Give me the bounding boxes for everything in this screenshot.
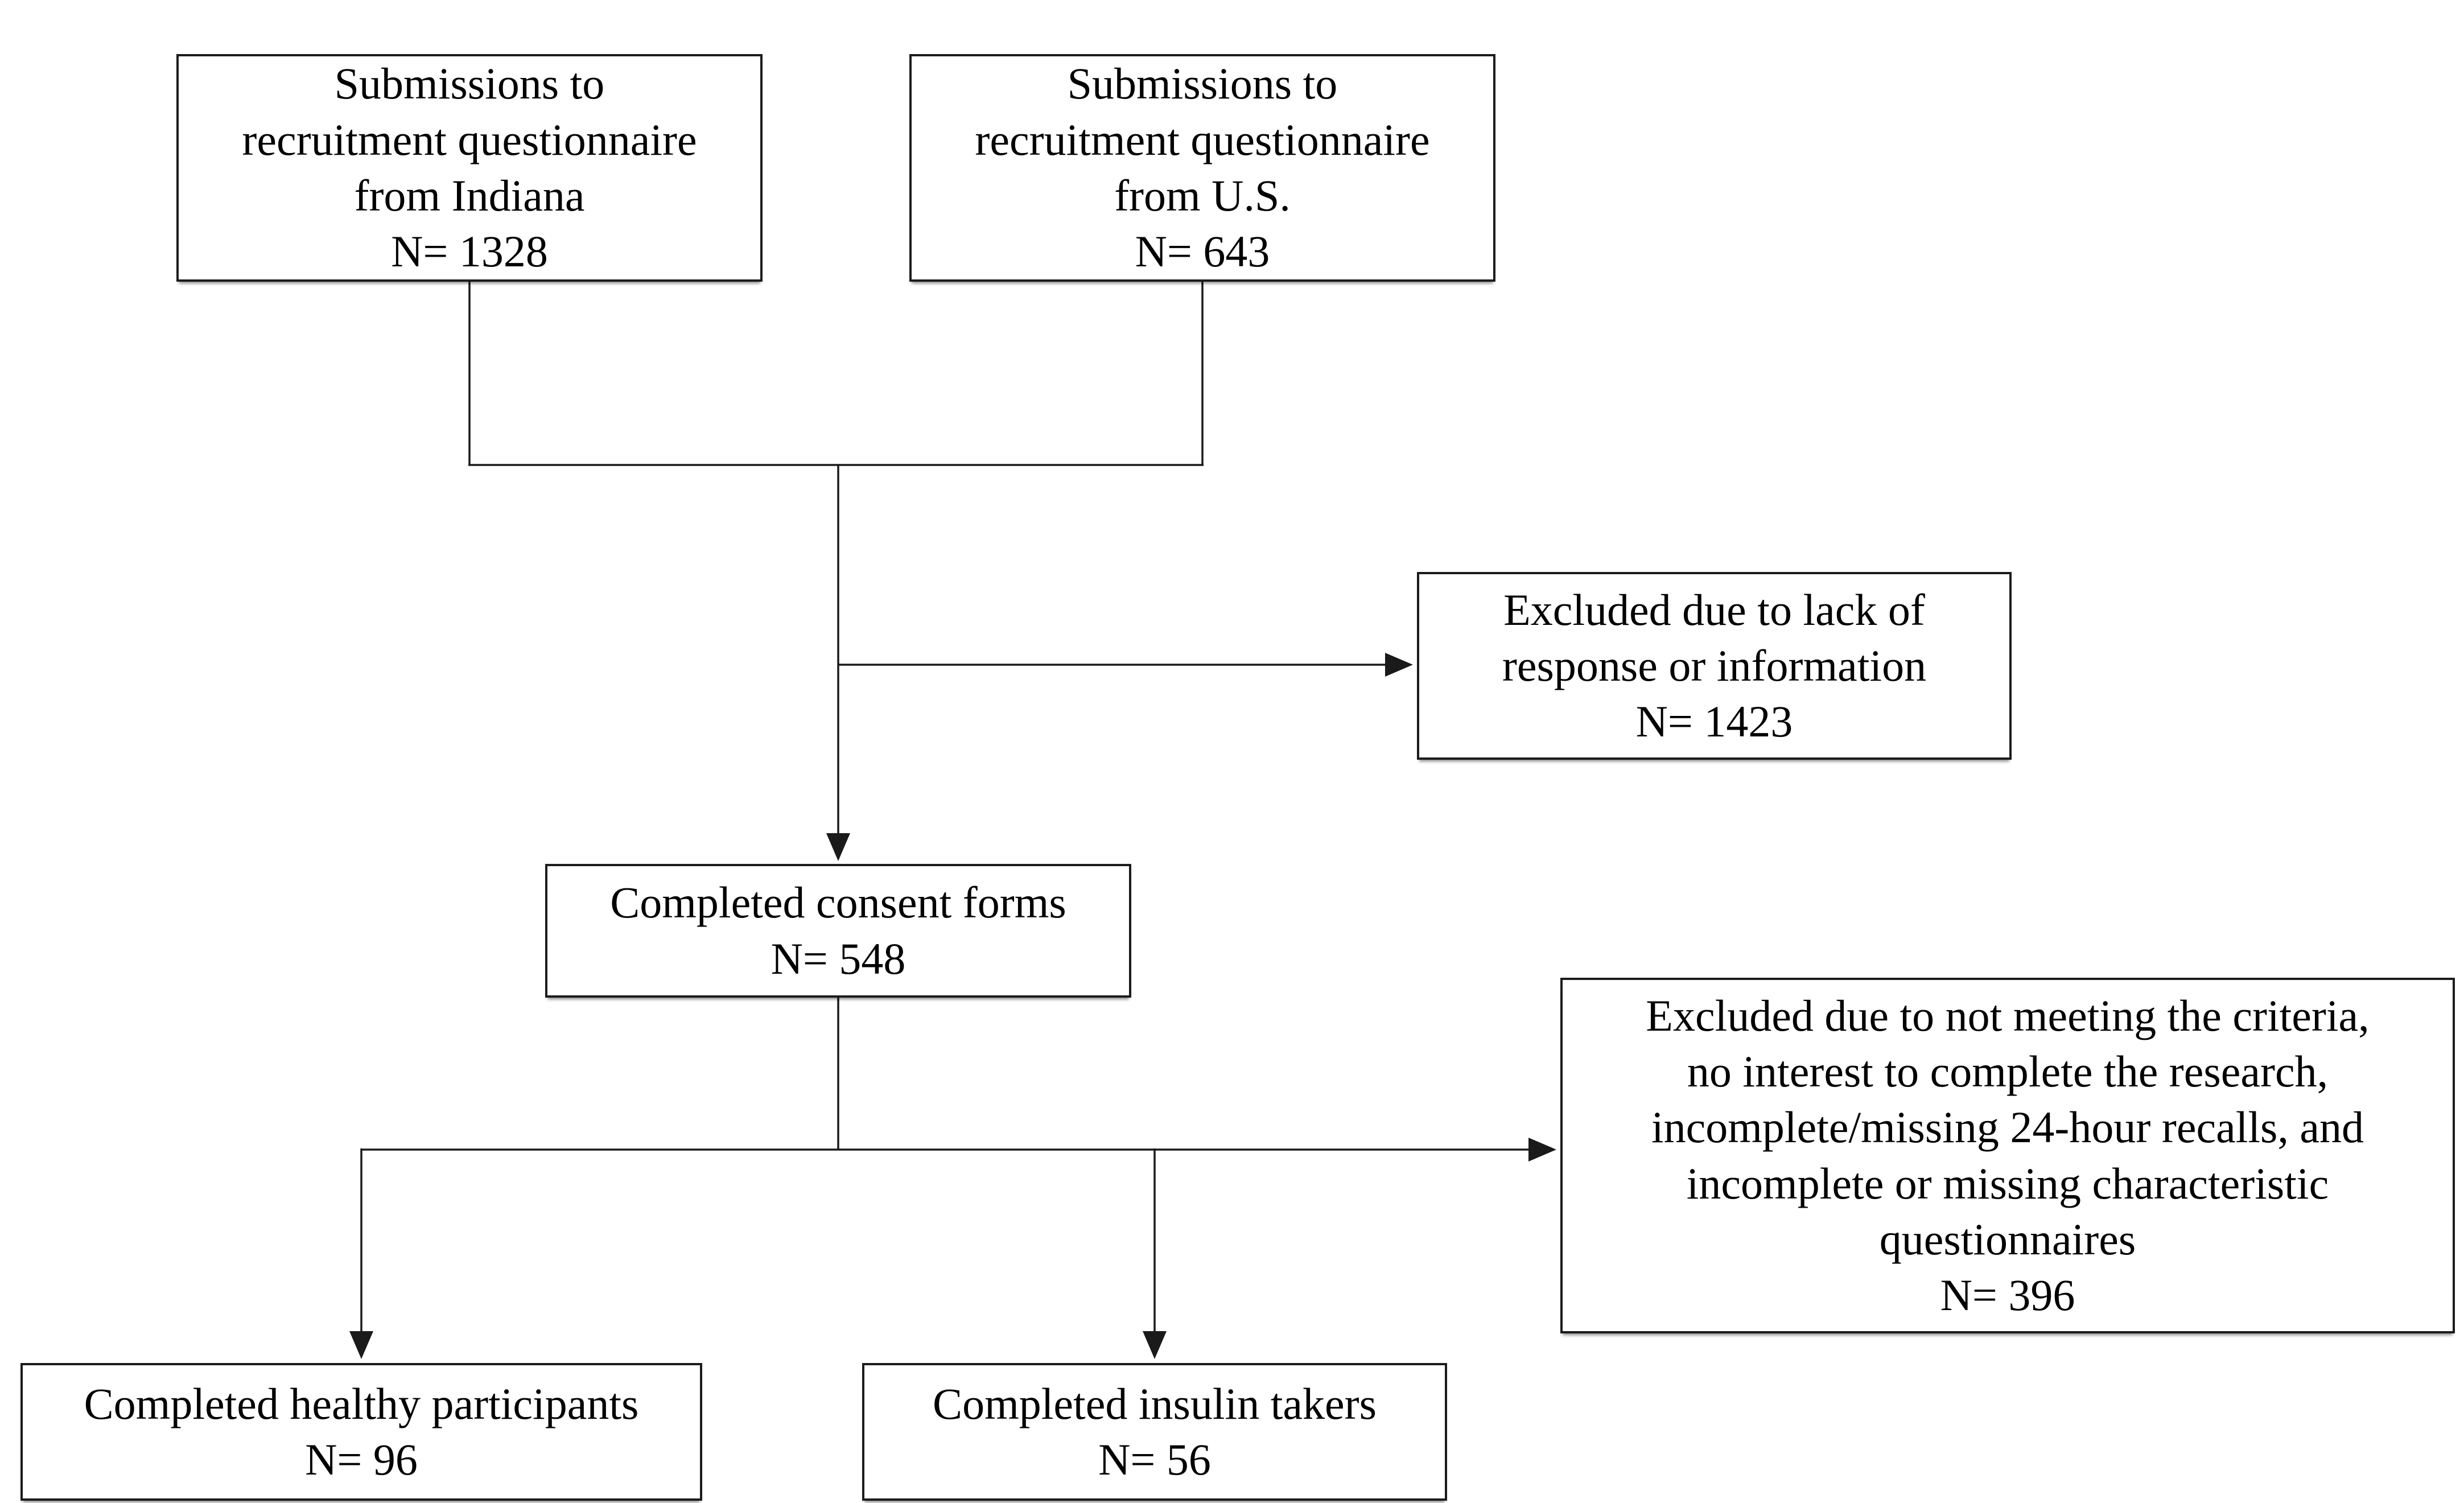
box-label: Submissions to recruitment questionnaire… [242, 59, 697, 220]
box-count: N= 396 [1940, 1270, 2075, 1320]
box-submissions-indiana: Submissions to recruitment questionnaire… [176, 54, 763, 282]
box-label: Completed consent forms [610, 878, 1066, 928]
box-consent-forms: Completed consent forms N= 548 [545, 864, 1131, 998]
box-count: N= 548 [770, 933, 906, 983]
box-label: Completed insulin takers [933, 1378, 1377, 1428]
box-label: Submissions to recruitment questionnaire… [975, 59, 1430, 220]
box-count: N= 643 [1135, 227, 1270, 277]
box-label: Completed healthy participants [84, 1378, 639, 1428]
box-count: N= 56 [1098, 1435, 1211, 1484]
box-label: Excluded due to not meeting the criteria… [1646, 990, 2370, 1264]
box-count: N= 1423 [1635, 697, 1793, 747]
box-submissions-us: Submissions to recruitment questionnaire… [909, 54, 1495, 282]
box-excluded-criteria: Excluded due to not meeting the criteria… [1560, 978, 2455, 1333]
box-insulin-takers: Completed insulin takers N= 56 [862, 1363, 1447, 1501]
box-excluded-no-response: Excluded due to lack of response or info… [1417, 572, 2012, 760]
box-count: N= 1328 [391, 227, 548, 277]
box-label: Excluded due to lack of response or info… [1502, 584, 1927, 690]
box-healthy-participants: Completed healthy participants N= 96 [20, 1363, 702, 1501]
box-count: N= 96 [305, 1435, 418, 1484]
